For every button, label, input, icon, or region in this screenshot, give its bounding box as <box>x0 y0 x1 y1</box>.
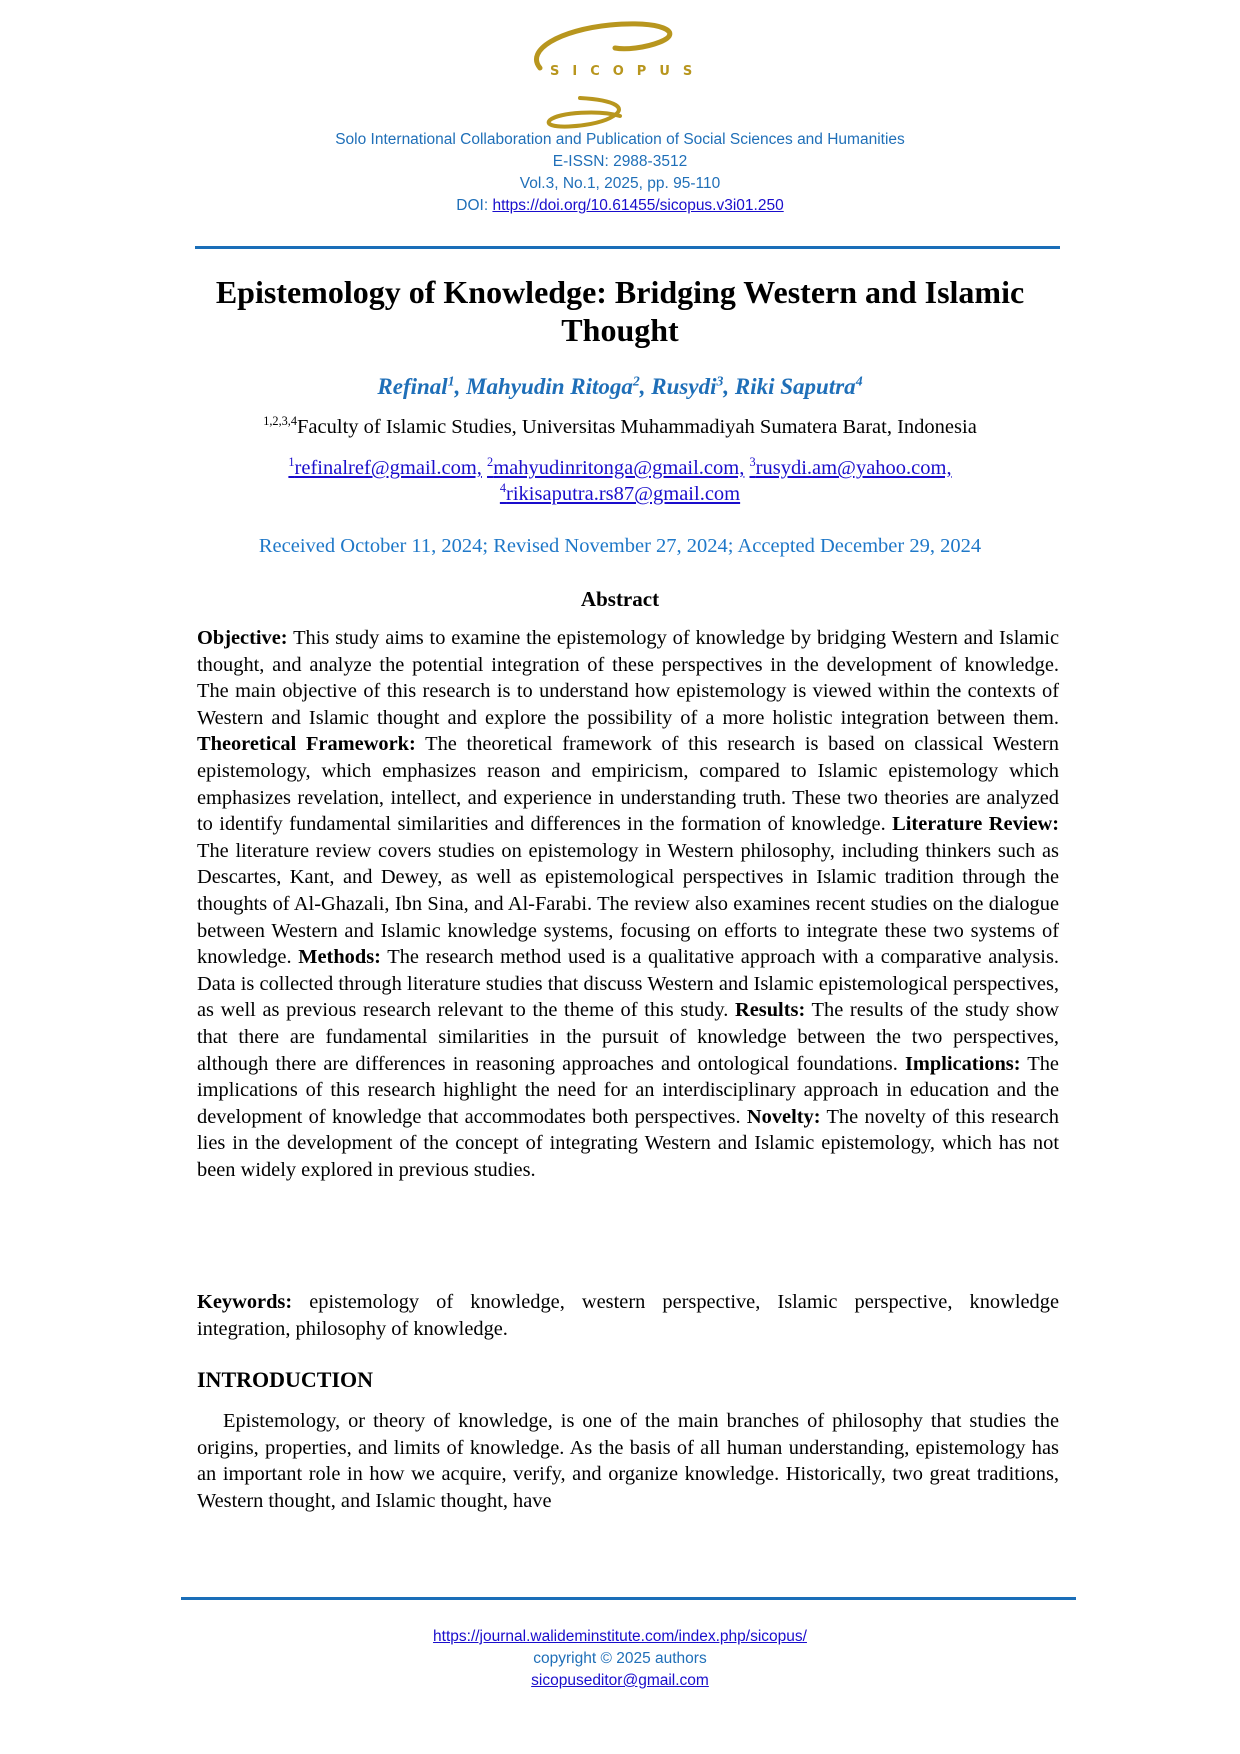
author-sup: 3 <box>716 373 724 389</box>
abstract-body: Objective: This study aims to examine th… <box>197 625 1059 1183</box>
abstract-text: The theoretical framework of this resear… <box>197 733 1059 836</box>
abstract-text: The implications of this research highli… <box>197 1052 1059 1128</box>
email-link[interactable]: 2mahyudinritonga@gmail.com, <box>487 455 745 479</box>
author-sup: 4 <box>855 373 863 389</box>
editor-email-link[interactable]: sicopuseditor@gmail.com <box>531 1672 709 1689</box>
author-name: Riki Saputra <box>734 374 856 399</box>
abstract-text: This study aims to examine the epistemol… <box>197 627 1059 729</box>
journal-name: Solo International Collaboration and Pub… <box>335 131 905 148</box>
keywords: Keywords: epistemology of knowledge, wes… <box>197 1289 1059 1342</box>
author-name: Rusydi <box>651 374 717 399</box>
keywords-label: Keywords: <box>197 1291 293 1313</box>
email-link[interactable]: 1refinalref@gmail.com, <box>288 455 482 479</box>
abstract-label: Theoretical Framework: <box>197 733 416 756</box>
journal-header: Solo International Collaboration and Pub… <box>0 129 1240 217</box>
author-list: Refinal1, Mahyudin Ritoga2, Rusydi3, Rik… <box>377 373 863 399</box>
abstract-text: The research method used is a qualitativ… <box>197 946 1059 1022</box>
abstract-label: Methods: <box>298 946 381 969</box>
author-sup: 2 <box>632 373 640 389</box>
keywords-text: epistemology of knowledge, western persp… <box>197 1291 1059 1340</box>
abstract-heading: Abstract <box>580 587 660 611</box>
journal-logo: SICOPUS <box>520 20 720 130</box>
abstract-text: The literature review covers studies on … <box>197 839 1059 969</box>
abstract-text: The results of the study show that there… <box>197 999 1059 1075</box>
footer-divider <box>181 1597 1076 1600</box>
abstract-label: Implications: <box>904 1052 1021 1075</box>
introduction-heading: INTRODUCTION <box>197 1367 374 1392</box>
abstract-label: Results: <box>735 999 806 1022</box>
journal-url-link[interactable]: https://journal.walideminstitute.com/ind… <box>433 1628 807 1645</box>
introduction-text: Epistemology, or theory of knowledge, is… <box>197 1410 1059 1512</box>
article-title: Epistemology of Knowledge: Bridging West… <box>0 273 1240 349</box>
doi-label: DOI: <box>456 197 493 214</box>
author-name: Refinal <box>377 374 448 399</box>
author-emails: 1refinalref@gmail.com, 2mahyudinritonga@… <box>0 455 1240 507</box>
abstract-label: Novelty: <box>746 1105 821 1128</box>
submission-dates: Received October 11, 2024; Revised Novem… <box>258 535 982 557</box>
affiliation-sup: 1,2,3,4 <box>263 414 298 429</box>
abstract-label: Objective: <box>197 627 288 649</box>
title-line-1: Epistemology of Knowledge: Bridging West… <box>215 274 1025 310</box>
author-name: Mahyudin Ritoga <box>466 374 633 399</box>
abstract-label: Literature Review: <box>892 813 1060 836</box>
doi-line: DOI: https://doi.org/10.61455/sicopus.v3… <box>0 195 1240 217</box>
doi-link[interactable]: https://doi.org/10.61455/sicopus.v3i01.2… <box>492 197 784 214</box>
email-link[interactable]: 4rikisaputra.rs87@gmail.com <box>499 481 741 505</box>
affiliation: 1,2,3,4Faculty of Islamic Studies, Unive… <box>0 414 1240 439</box>
logo-text: SICOPUS <box>550 64 706 79</box>
sicopus-swirl-icon <box>534 21 673 129</box>
volume-info: Vol.3, No.1, 2025, pp. 95-110 <box>519 175 721 192</box>
footer: https://journal.walideminstitute.com/ind… <box>0 1626 1240 1692</box>
affiliation-text: Faculty of Islamic Studies, Universitas … <box>297 416 977 438</box>
copyright: copyright © 2025 authors <box>533 1650 707 1667</box>
author-sup: 1 <box>447 373 455 389</box>
email-link[interactable]: 3rusydi.am@yahoo.com, <box>749 455 952 479</box>
eissn: E-ISSN: 2988-3512 <box>552 153 688 170</box>
title-line-2: Thought <box>561 312 679 348</box>
abstract-text: The novelty of this research lies in the… <box>197 1105 1059 1181</box>
header-divider <box>195 246 1060 249</box>
